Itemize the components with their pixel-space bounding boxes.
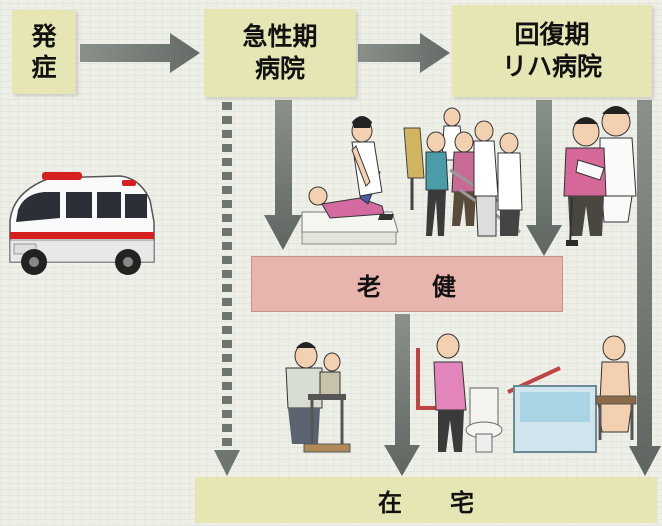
dotted-arrow-segment (222, 144, 232, 152)
stage-geriatric-facility: 老 健 (251, 256, 563, 312)
arrow-geriatric-to-home (384, 314, 420, 476)
dotted-arrow-segment (222, 214, 232, 222)
dotted-arrow-segment (222, 158, 232, 166)
stage-onset-label: 発 症 (31, 22, 57, 82)
dotted-arrow-segment (222, 116, 232, 124)
stage-acute-hospital: 急性期 病院 (204, 9, 356, 97)
dotted-arrow-segment (222, 172, 232, 180)
dotted-arrow-icon (214, 102, 240, 476)
dotted-arrow-segment (222, 410, 232, 418)
dotted-arrow-segment (222, 438, 232, 446)
stage-acute-label: 急性期 病院 (242, 22, 318, 83)
dotted-arrow-segment (222, 298, 232, 306)
patient-with-caregiver-figure (563, 106, 637, 247)
walking-training-figures (403, 107, 523, 237)
dotted-arrow-segment (222, 200, 232, 208)
dotted-arrow-segment (222, 242, 232, 250)
dotted-arrow-segment (222, 382, 232, 390)
arrow-acute-to-geriatric (264, 100, 302, 250)
dotted-arrow-segment (222, 102, 232, 110)
dotted-arrow-segment (222, 326, 232, 334)
bathing-figure (507, 335, 637, 453)
dotted-arrow-segment (222, 256, 232, 264)
dotted-arrow-segment (222, 354, 232, 362)
dotted-arrow-segment (222, 368, 232, 376)
dotted-arrow-segment (222, 340, 232, 348)
stage-rehab-label: 回復期 リハ病院 (501, 20, 602, 81)
dotted-arrow-segment (222, 424, 232, 432)
stage-home-label: 在 宅 (378, 488, 474, 517)
arrow-acute-to-rehab (358, 33, 450, 73)
dotted-arrow-segment (222, 130, 232, 138)
dotted-arrow-segment (222, 396, 232, 404)
stage-geriatric-label: 老 健 (357, 272, 457, 301)
toilet-handrail-figure (416, 333, 503, 453)
dotted-arrow-segment (222, 186, 232, 194)
dotted-arrow-segment (222, 270, 232, 278)
dotted-arrow-segment (222, 228, 232, 236)
arrow-onset-to-acute (80, 33, 200, 73)
arrow-rehab-to-geriatric (526, 100, 562, 256)
standing-assist-figure (285, 342, 351, 453)
stage-onset: 発 症 (12, 10, 76, 94)
arrow-rehab-to-home (629, 100, 661, 476)
dotted-arrow-segment (222, 284, 232, 292)
ambulance-icon (9, 172, 155, 275)
bedside-rehab-figure (301, 116, 399, 245)
stage-rehab-hospital: 回復期 リハ病院 (452, 5, 652, 97)
stage-home: 在 宅 (195, 477, 657, 523)
dotted-arrow-segment (222, 312, 232, 320)
